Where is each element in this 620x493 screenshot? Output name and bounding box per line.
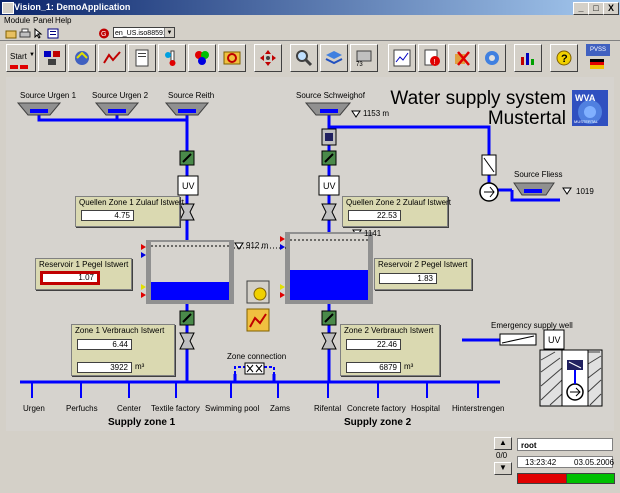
- zone1-consumption-panel[interactable]: Zone 1 Verbrauch Istwert 6.44 3922 m³: [71, 324, 175, 376]
- fliess-level-label: 1019: [576, 187, 594, 196]
- system-overview-icon[interactable]: [68, 44, 96, 72]
- help-icon[interactable]: ?: [550, 44, 578, 72]
- report-icon[interactable]: [128, 44, 156, 72]
- zone-connection-label: Zone connection: [227, 352, 287, 361]
- supply-zone-2-label: Supply zone 2: [344, 417, 412, 428]
- app-icon: [2, 2, 14, 14]
- alert-up-button[interactable]: ▲: [494, 437, 512, 450]
- svg-text:!: !: [434, 59, 436, 66]
- page-title: Water supply system Mustertal: [390, 88, 566, 129]
- consumer-label[interactable]: Hospital: [411, 404, 440, 413]
- print-icon[interactable]: [18, 27, 32, 40]
- title-bar: Vision_1: DemoApplication _ □ X: [0, 0, 620, 15]
- reservoir1-panel[interactable]: Reservoir 1 Pegel Istwert 1.07: [35, 258, 132, 290]
- consumer-label[interactable]: Textile factory: [151, 404, 200, 413]
- reservoir2-panel[interactable]: Reservoir 2 Pegel Istwert 1.83: [374, 258, 472, 290]
- help-pointer-icon[interactable]: [32, 27, 46, 40]
- reservoir2-value: 1.83: [379, 273, 437, 284]
- source-urgen-2-label: Source Urgen 2: [92, 91, 149, 100]
- recycle-icon[interactable]: [218, 44, 246, 72]
- alert-counter: 0/0: [496, 451, 508, 460]
- flag-icon[interactable]: [590, 59, 604, 69]
- zone2-consumption-panel[interactable]: Zone 2 Verbrauch Istwert 22.46 6879 m³: [340, 324, 440, 376]
- consumer-label[interactable]: Hinterstrengen: [452, 404, 505, 413]
- reservoir1-value: 1.07: [40, 271, 100, 285]
- panel-edit-icon[interactable]: [46, 27, 60, 40]
- consumer-label[interactable]: Concrete factory: [347, 404, 406, 413]
- start-button[interactable]: Start▼: [6, 44, 36, 72]
- source-urgen-1-label: Source Urgen 1: [20, 91, 77, 100]
- language-icon[interactable]: G: [97, 27, 111, 40]
- zone1-inflow-panel[interactable]: Quellen Zone 1 Zulauf Istwert 4.75: [75, 196, 184, 227]
- user-display: root: [517, 438, 613, 451]
- zone1-unit: m³: [135, 362, 145, 371]
- status-indicator-alarm: [517, 473, 567, 484]
- zone1-consumption-total: 3922: [77, 362, 132, 373]
- emergency-well-label: Emergency supply well: [491, 321, 573, 330]
- svg-text:G: G: [101, 31, 106, 38]
- zone2-consumption-total: 6879: [346, 362, 401, 373]
- language-select[interactable]: en_US.iso88591▼: [113, 27, 175, 38]
- consumer-label[interactable]: Perfuchs: [66, 404, 98, 413]
- source-schweighof-label: Source Schweighof: [296, 91, 365, 100]
- minimize-button[interactable]: _: [573, 2, 589, 15]
- menu-panel[interactable]: Panel: [33, 16, 54, 25]
- open-folder-icon[interactable]: [4, 27, 18, 40]
- consumer-label[interactable]: Rifental: [314, 404, 342, 413]
- uv-unit-1[interactable]: UV: [182, 181, 195, 191]
- zone2-consumption-value: 22.46: [346, 339, 401, 350]
- layers-icon[interactable]: [320, 44, 348, 72]
- zone2-inflow-value: 22.53: [348, 210, 401, 221]
- vision-logo-icon: PVSS: [586, 44, 610, 56]
- datetime-display: 13:23:42 03.05.2006: [517, 456, 615, 468]
- menu-module[interactable]: Module: [4, 16, 31, 25]
- maximize-button[interactable]: □: [588, 2, 604, 15]
- zone2-unit: m³: [404, 362, 414, 371]
- status-bar: [0, 432, 620, 493]
- supply-zone-1-label: Supply zone 1: [108, 417, 176, 428]
- menu-help[interactable]: Help: [55, 16, 72, 25]
- schweighof-level-label: 1153 m: [363, 109, 390, 118]
- search-zoom-icon[interactable]: [290, 44, 318, 72]
- consumer-label[interactable]: Swimming pool: [205, 404, 260, 413]
- consumer-label[interactable]: Urgen: [23, 404, 45, 413]
- chart-report-icon[interactable]: [388, 44, 416, 72]
- window-title: Vision_1: DemoApplication: [14, 2, 131, 12]
- zone1-consumption-value: 6.44: [77, 339, 132, 350]
- network-icon[interactable]: [38, 44, 66, 72]
- color-palette-icon[interactable]: [188, 44, 216, 72]
- statistics-icon[interactable]: [514, 44, 542, 72]
- trend-icon[interactable]: [98, 44, 126, 72]
- navigation-icon[interactable]: [254, 44, 282, 72]
- zone1-inflow-value: 4.75: [81, 210, 134, 221]
- globe-settings-icon[interactable]: [478, 44, 506, 72]
- svg-text:73: 73: [356, 62, 363, 67]
- reservoir-1-level-label: 912 m: [246, 241, 269, 250]
- date-display: 03.05.2006: [574, 458, 615, 467]
- delete-icon[interactable]: [448, 44, 476, 72]
- alert-document-icon[interactable]: !: [418, 44, 446, 72]
- time-display: 13:23:42: [525, 458, 557, 467]
- alert-down-button[interactable]: ▼: [494, 462, 512, 475]
- source-reith-label: Source Reith: [168, 91, 215, 100]
- consumer-label[interactable]: Zams: [270, 404, 290, 413]
- uv-unit-2[interactable]: UV: [323, 181, 336, 191]
- close-button[interactable]: X: [603, 2, 619, 15]
- wva-logo-subtitle: MUSTERTAL: [574, 119, 598, 124]
- uv-unit-emergency[interactable]: UV: [548, 335, 561, 345]
- small-toolbar: G en_US.iso88591▼: [0, 26, 620, 41]
- thermometer-icon[interactable]: [158, 44, 186, 72]
- svg-text:?: ?: [561, 53, 568, 65]
- reservoir-2-level-label: 1141: [364, 229, 382, 238]
- wva-logo: WVA: [575, 93, 596, 103]
- consumer-label[interactable]: Center: [117, 404, 142, 413]
- menu-bar: Module Panel Help: [0, 15, 620, 26]
- status-indicator-ok: [566, 473, 615, 484]
- alarm-counter-icon[interactable]: 73: [350, 44, 378, 72]
- zone2-inflow-panel[interactable]: Quellen Zone 2 Zulauf Istwert 22.53: [342, 196, 451, 227]
- source-fliess-label: Source Fliess: [514, 170, 563, 179]
